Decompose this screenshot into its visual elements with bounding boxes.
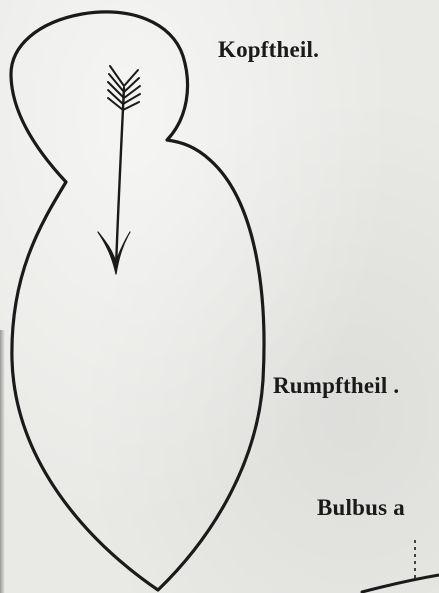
body-outline <box>11 12 264 590</box>
label-rumpftheil: Rumpftheil . <box>273 373 399 399</box>
label-bulbus: Bulbus a <box>317 495 405 521</box>
arrow-head <box>98 232 130 274</box>
arrow-shaft <box>116 88 124 268</box>
label-kopftheil: Kopftheil. <box>218 37 319 63</box>
bottom-right-curve <box>362 575 439 592</box>
